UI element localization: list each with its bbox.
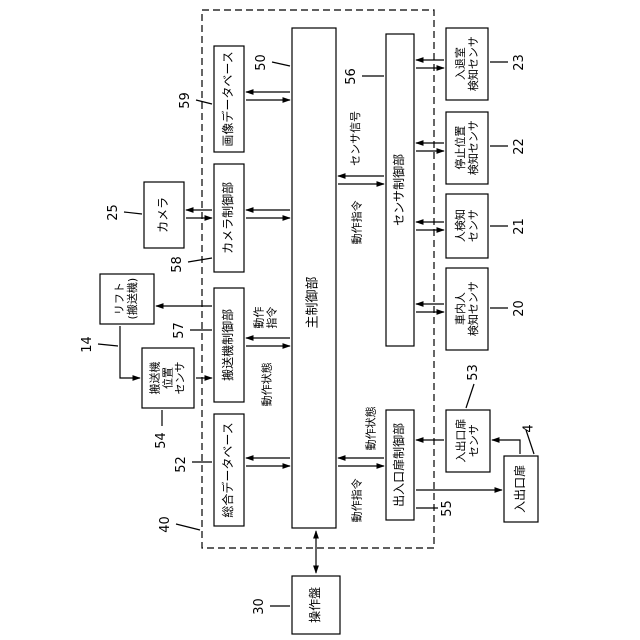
lift-box <box>100 274 154 324</box>
entry-exit-sensor-box <box>446 28 488 100</box>
ref-25-leader <box>124 212 142 214</box>
op-panel-box <box>292 576 340 634</box>
conveyor-pos-sensor-box <box>142 348 194 408</box>
sensor-ctrl-box <box>386 34 414 346</box>
ref-50-leader <box>272 62 290 66</box>
ref-4-leader <box>526 430 534 454</box>
main-control-box <box>292 28 336 528</box>
ref-58-leader <box>188 258 212 262</box>
ref-59-leader <box>196 100 212 104</box>
ref-40-leader <box>176 524 200 530</box>
stop-pos-sensor-box <box>446 112 488 184</box>
door-box <box>504 456 538 522</box>
camera-ctrl-box <box>214 164 244 272</box>
ref-14-leader <box>98 344 118 346</box>
door-ctrl-box <box>386 410 414 520</box>
controller-enclosure <box>202 10 434 548</box>
integrated-db-box <box>214 414 244 526</box>
ref-53-leader <box>466 384 474 408</box>
door-sensor-box <box>446 410 490 472</box>
in-car-sensor-box <box>446 268 488 350</box>
person-sensor-box <box>446 194 488 258</box>
camera-box <box>144 182 184 248</box>
image-db-box <box>214 46 244 152</box>
conveyor-ctrl-box <box>214 288 244 402</box>
